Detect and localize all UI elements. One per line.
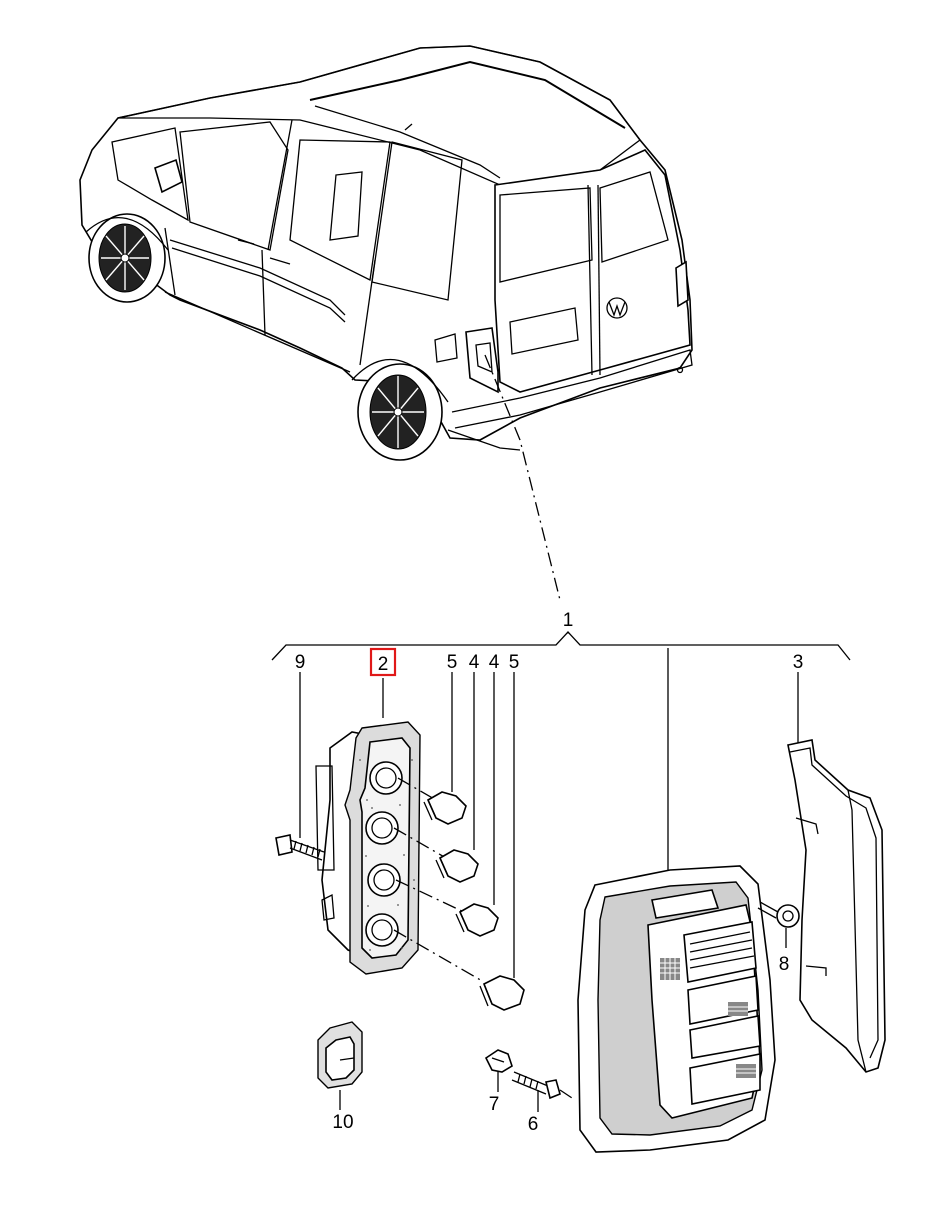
group-bracket [271, 631, 851, 661]
part-1-tail-lamp [577, 865, 776, 1153]
callout-7: 7 [489, 1094, 500, 1115]
callout-10: 10 [332, 1112, 353, 1133]
part-2-bulb-holder [315, 721, 421, 975]
callout-4b: 4 [489, 652, 500, 673]
part-4-bulb-upper [435, 849, 479, 883]
part-4-bulb-lower [455, 903, 499, 937]
part-5-bulb-upper [423, 791, 467, 825]
part-3-seal [787, 739, 886, 1073]
callout-5a: 5 [447, 652, 458, 673]
callout-8: 8 [779, 954, 790, 975]
callout-2-highlight-box [369, 647, 397, 677]
callout-6: 6 [528, 1114, 539, 1135]
part-6-screw [511, 1071, 576, 1101]
part-8-nut [757, 901, 800, 928]
part-5-bulb-lower [479, 975, 525, 1011]
callout-3: 3 [793, 652, 804, 673]
callout-5b: 5 [509, 652, 520, 673]
part-7-clip [484, 1049, 513, 1073]
callout-4a: 4 [469, 652, 480, 673]
callout-2: 2 [378, 654, 389, 675]
part-10-cover [317, 1021, 363, 1089]
callout-1: 1 [563, 610, 574, 631]
callout-9: 9 [295, 652, 306, 673]
callout-leaders [299, 648, 799, 1112]
part-9-screw [275, 834, 325, 861]
callout-labels: 1 2 3 4 4 5 5 6 7 8 9 10 [295, 610, 804, 1135]
leader-line [484, 354, 561, 601]
vehicle-illustration [79, 45, 693, 461]
bulb-leaders [393, 777, 485, 983]
